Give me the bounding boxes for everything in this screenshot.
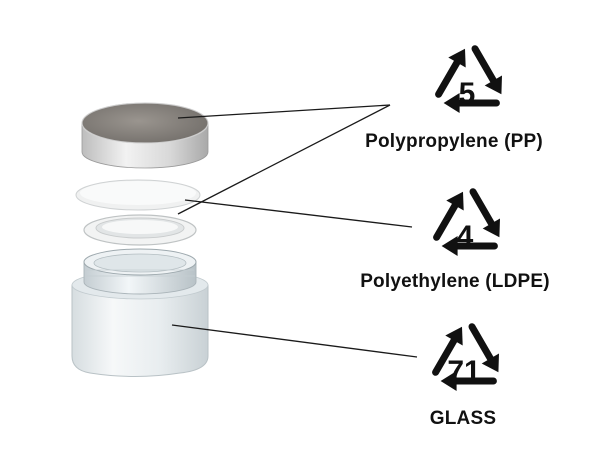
recycling-arrow-head — [484, 75, 502, 95]
recycling-code-71: 71 — [447, 355, 480, 388]
leader-liner — [177, 104, 391, 215]
leader-lid — [177, 104, 391, 119]
leader-lines — [171, 104, 418, 358]
recycling-arrow-head — [440, 371, 457, 391]
recycling-arrow-head — [445, 326, 463, 346]
recycling-code-4: 4 — [457, 220, 474, 253]
material-label-pp: Polypropylene (PP) — [365, 131, 543, 152]
material-label-glass: GLASS — [429, 408, 497, 429]
leader-disc — [184, 199, 413, 228]
recycling-arrow-head — [448, 48, 466, 68]
recycling-arrow-head — [441, 236, 458, 256]
recycling-symbol-5 — [435, 45, 502, 113]
aluminium-lid-icon — [81, 102, 209, 169]
inner-liner-icon — [83, 214, 197, 246]
recycling-arrow-segment — [471, 45, 498, 86]
recycling-arrow-segment — [469, 188, 496, 229]
recycling-arrow-segment — [435, 57, 462, 98]
recycling-arrow-head — [481, 353, 499, 373]
sealing-disc-icon — [75, 179, 201, 211]
recycling-symbol-4 — [433, 188, 500, 256]
recycling-arrow-head — [443, 93, 460, 113]
recycling-arrow-head — [482, 218, 500, 238]
recycling-arrow-segment — [433, 200, 460, 241]
recycling-code-5: 5 — [459, 77, 476, 110]
material-label-ldpe: Polyethylene (LDPE) — [360, 271, 550, 292]
recycling-arrow-head — [446, 191, 464, 211]
recycling-symbol-71 — [432, 323, 499, 391]
recycling-arrow-segment — [432, 335, 459, 376]
leader-jar — [171, 324, 418, 358]
frosted-glass-jar-icon — [71, 248, 209, 377]
recycling-arrow-segment — [468, 323, 495, 364]
